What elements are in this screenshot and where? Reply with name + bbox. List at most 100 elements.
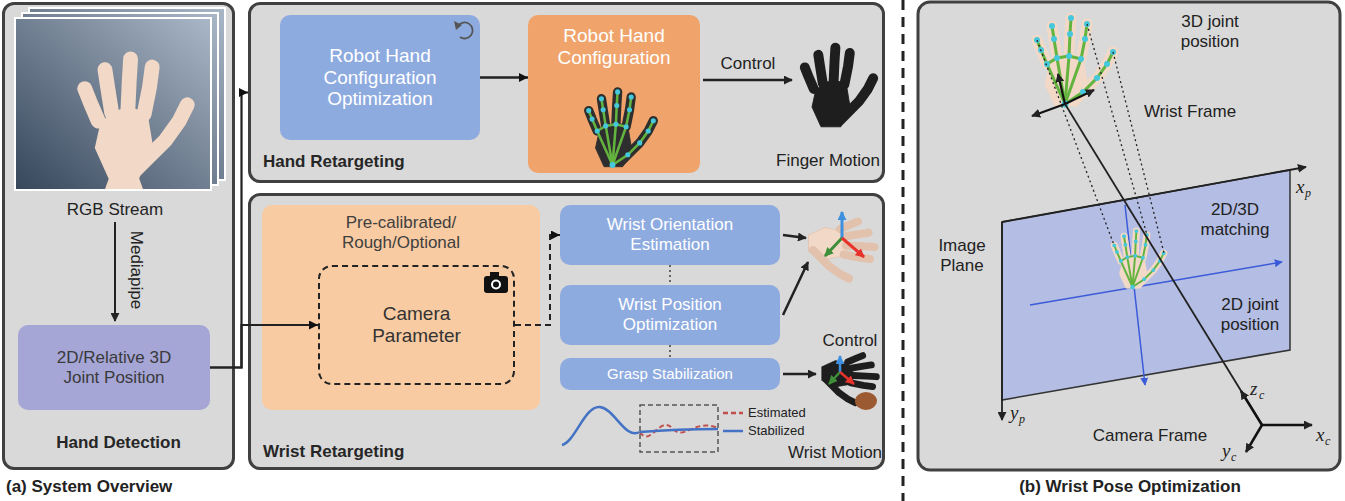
panel-caption: (b) Wrist Pose Optimization [1019, 477, 1241, 497]
iteration-icon [454, 21, 462, 30]
wrist-pose-panel [1065, 90, 1094, 104]
axis-label: y [1010, 402, 1018, 424]
camera-icon [493, 282, 499, 288]
legend-swatch [722, 409, 744, 417]
box-label: Robot Hand Configuration [540, 25, 688, 69]
rgb-stream-frames [105, 178, 143, 189]
arrow-label: Control [823, 331, 878, 351]
box-label: Grasp Stabilization [607, 365, 733, 382]
wrist-pose-panel [1032, 104, 1065, 116]
human-wrist-figure [809, 212, 875, 279]
camera-icon [491, 280, 501, 290]
control-arrow [703, 79, 792, 82]
robot-wrist-figure [855, 392, 877, 410]
divider-line [902, 0, 905, 501]
human-wrist-figure [842, 238, 864, 257]
axis-subscript: p [1305, 187, 1311, 201]
wrist-pose-panel [918, 2, 1340, 470]
axis-label: x [1296, 176, 1304, 198]
panel-title: Wrist Retargeting [263, 442, 404, 462]
arrow-label: Control [721, 54, 776, 74]
box-label: 2D/Relative 3D Joint Position [44, 348, 184, 387]
image-label: RGB Stream [67, 200, 163, 220]
axis-label: x [1316, 424, 1324, 446]
annotation-label: Image Plane [932, 236, 992, 275]
wrist-pose-panel [1065, 104, 1262, 425]
stabilization-chart [640, 405, 718, 452]
panel-title: Hand Retargeting [263, 152, 405, 172]
axis-subscript: p [1019, 413, 1025, 427]
estimate-arrow [783, 235, 806, 238]
arrow-label: Mediapipe [126, 231, 146, 309]
annotation-label: Wrist Frame [1144, 102, 1236, 122]
wrist-pose-panel [1037, 40, 1114, 245]
wrist-pose-panel [1246, 425, 1262, 452]
wrist-pose-panel [1002, 170, 1290, 400]
wrist-pose-panel [1112, 229, 1165, 289]
robot-wrist-figure [829, 372, 840, 384]
axis-subscript: c [1325, 435, 1330, 449]
process-box: Wrist Orientation Estimation [560, 205, 780, 265]
human-wrist-figure [841, 212, 844, 238]
camera-icon [484, 272, 508, 293]
wrist-pose-panel [1058, 74, 1065, 104]
robot-hand-figure [805, 48, 873, 127]
annotation-label: 2D joint position [1214, 295, 1286, 334]
annotation-label: 3D joint position [1170, 12, 1250, 51]
stabilization-chart [562, 405, 718, 452]
image-label: Wrist Motion [788, 443, 882, 463]
image-label: Finger Motion [776, 151, 880, 171]
connector-arrow [669, 345, 671, 358]
group-box: Pre-calibrated/ Rough/OptionalCamera Par… [262, 205, 540, 410]
robot-wrist-figure [839, 356, 842, 372]
box-label: Pre-calibrated/ Rough/Optional [316, 213, 486, 252]
legend-line [723, 430, 743, 433]
process-box: Robot Hand Configuration Optimization [280, 15, 480, 140]
annotation-label: 2D/3D matching [1195, 200, 1275, 239]
stabilization-chart [640, 429, 718, 432]
legend-line [723, 412, 743, 415]
process-box: Wrist Position Optimization [560, 285, 780, 345]
robot-wrist-figure [840, 372, 854, 384]
rgb-stream-frames [15, 18, 211, 190]
axis-subscript: c [1259, 389, 1264, 403]
legend-row: Estimated [722, 406, 806, 421]
process-box: 2D/Relative 3D Joint Position [18, 325, 210, 410]
stabilization-chart [562, 407, 640, 445]
human-wrist-figure [825, 238, 842, 256]
panel-title: Hand Detection [5, 433, 232, 453]
wrist-pose-panel [1037, 24, 1164, 253]
axis-label: y [1222, 440, 1230, 462]
wrist-pose-panel [1087, 24, 1147, 235]
process-box: Grasp Stabilization [560, 358, 780, 390]
stabilization-chart [640, 425, 718, 437]
robot-hand-configuration-figure [586, 89, 656, 168]
rgb-stream-frames [15, 8, 225, 190]
connector-arrow [669, 265, 671, 285]
camera-icon [484, 276, 508, 293]
panel-caption: (a) System Overview [6, 477, 172, 497]
rgb-stream-frames [85, 59, 188, 178]
iteration-icon [454, 21, 473, 38]
robot-hand-configuration-figure [586, 89, 656, 168]
legend-label: Stabilized [748, 424, 804, 439]
connector-arrow [480, 76, 528, 79]
axis-subscript: c [1231, 451, 1236, 465]
wrist-pose-panel [1262, 424, 1312, 427]
wrist-pose-panel [1034, 15, 1116, 108]
box-label: Camera Parameter [357, 303, 477, 347]
estimate-arrow [783, 262, 808, 315]
wrist-pose-panel [1001, 222, 1003, 420]
box-label: Wrist Orientation Estimation [580, 215, 760, 254]
axis-label: z [1250, 378, 1257, 400]
control-arrow [783, 373, 816, 376]
robot-hand-figure [805, 48, 873, 127]
box-label: Robot Hand Configuration Optimization [304, 45, 456, 111]
legend-label: Estimated [748, 406, 806, 421]
annotation-label: Camera Frame [1093, 426, 1207, 446]
wrist-pose-panel [918, 2, 1340, 470]
mediapipe-arrow [114, 222, 116, 321]
box-label: Wrist Position Optimization [580, 295, 760, 334]
connector-arrow [515, 235, 560, 325]
